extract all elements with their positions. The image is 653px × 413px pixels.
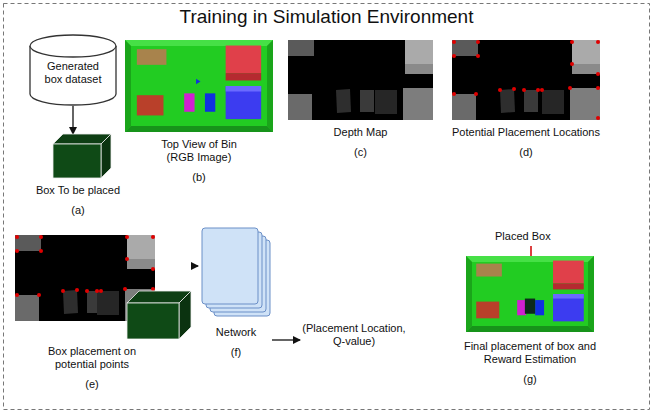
callout-label: Placed Box (495, 230, 551, 243)
net-illustration (200, 226, 272, 318)
depth-illustration (288, 40, 433, 120)
panel-letter: (f) (200, 346, 272, 359)
node-caption: Depth Map (288, 126, 433, 139)
dots-illustration (452, 40, 600, 120)
figure-node: Network (f) (200, 226, 272, 359)
panel-letter: (d) (441, 146, 611, 159)
figure-node: Top View of Bin (RGB Image) (b) (125, 40, 273, 184)
flow-arrow (193, 265, 198, 266)
panel-letter: (e) (36, 378, 148, 391)
panel-letter: (c) (288, 146, 433, 159)
flow-arrow (272, 339, 300, 340)
figure-node: Box To be placed (a) (28, 132, 128, 217)
node-caption: Network (200, 326, 272, 339)
node-caption: Final placement of box and Reward Estima… (455, 340, 605, 366)
flow-arrow (72, 106, 73, 134)
node-caption: Box placement on potential points (36, 345, 148, 371)
figure-node: Depth Map (c) (288, 40, 433, 159)
node-caption: Generated box dataset (38, 60, 108, 86)
place-illustration (15, 235, 193, 339)
rgb-illustration (125, 40, 273, 132)
panel-letter: (a) (28, 204, 128, 217)
panel-letter: (g) (455, 373, 605, 386)
gimg-illustration (466, 256, 594, 332)
node-caption: Top View of Bin (RGB Image) (152, 138, 247, 164)
box-illustration (28, 132, 128, 180)
diagram-title: Training in Simulation Environment (0, 6, 653, 28)
node-caption: Potential Placement Locations (441, 126, 611, 139)
figure-node: Box placement on potential points (e) (15, 235, 193, 391)
figure-node: Final placement of box and Reward Estima… (466, 256, 594, 386)
text-node: (Placement Location, Q-value) (302, 322, 406, 348)
node-caption: (Placement Location, Q-value) (302, 322, 406, 348)
panel-letter: (b) (152, 171, 247, 184)
figure-node: Potential Placement Locations(d) (452, 40, 600, 159)
node-caption: Box To be placed (28, 184, 128, 197)
